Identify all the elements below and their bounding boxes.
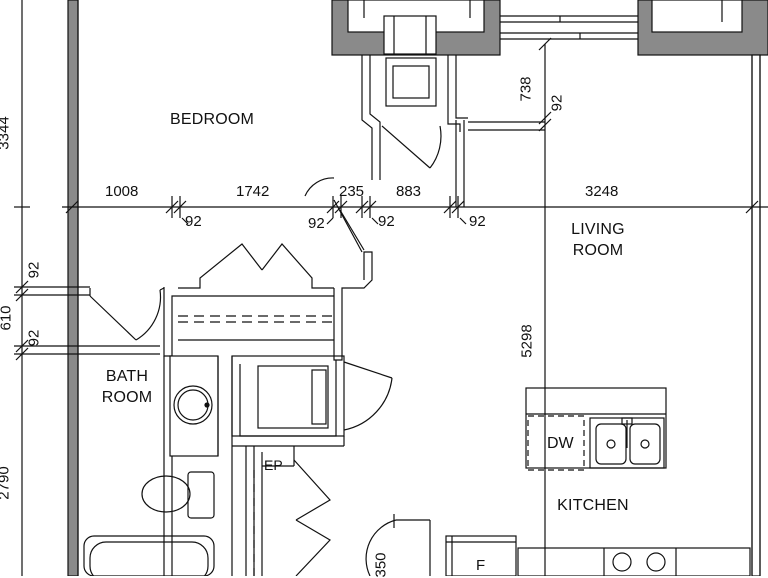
dim-92-left-a: 92	[25, 261, 43, 279]
bath-door	[89, 287, 165, 341]
sliding-door-top	[500, 15, 638, 40]
dim-92-e: 92	[548, 94, 566, 112]
washer-niche	[383, 15, 437, 107]
top-wall-window-right	[637, 0, 768, 56]
laundry-closet	[231, 355, 393, 576]
living-room-label: LIVING ROOM	[560, 219, 636, 261]
right-exterior-wall	[751, 54, 761, 576]
living-room-label-line1: LIVING	[571, 221, 625, 238]
dim-235: 235	[339, 183, 365, 200]
dim-3344: 3344	[0, 116, 13, 150]
dim-92-a: 92	[185, 213, 202, 230]
dim-3248: 3248	[585, 183, 619, 200]
dim-610: 610	[0, 305, 15, 331]
dim-92-c: 92	[378, 213, 395, 230]
dim-738: 738	[517, 76, 535, 102]
dishwasher-label: DW	[547, 435, 574, 452]
left-dimension-line	[14, 0, 160, 576]
dim-350: 350	[372, 552, 390, 578]
bath-room-label: BATH ROOM	[94, 366, 160, 408]
living-room-label-line2: ROOM	[572, 242, 624, 259]
dim-1742: 1742	[236, 183, 270, 200]
dim-1008: 1008	[105, 183, 139, 200]
kitchen-door	[365, 514, 431, 576]
fridge-label: F	[476, 557, 486, 574]
dim-92-left-b: 92	[25, 329, 43, 347]
bathroom-walls	[163, 355, 219, 576]
dim-92-d: 92	[469, 213, 486, 230]
dim-5298: 5298	[518, 324, 536, 358]
bedroom-closet	[163, 243, 373, 361]
bath-room-label-line1: BATH	[105, 368, 149, 385]
dim-92-b: 92	[308, 215, 325, 232]
vertical-dimension-line	[455, 37, 552, 576]
stove	[517, 547, 751, 576]
fridge	[445, 535, 517, 576]
closet-walls	[361, 55, 545, 180]
toilet	[141, 471, 215, 519]
bathroom-sink	[173, 385, 213, 425]
kitchen-sink	[589, 417, 665, 469]
dim-883: 883	[396, 183, 422, 200]
kitchen-label: KITCHEN	[557, 497, 629, 514]
left-exterior-wall	[67, 0, 79, 576]
closet-door-swing	[304, 177, 365, 253]
electrical-panel-label: EP	[264, 457, 283, 473]
dim-2790: 2790	[0, 466, 13, 500]
bedroom-label: BEDROOM	[169, 111, 255, 128]
bathtub	[83, 535, 215, 576]
ep-closet	[245, 446, 331, 576]
bath-room-label-line2: ROOM	[101, 389, 153, 406]
main-dimension-line	[62, 196, 768, 225]
